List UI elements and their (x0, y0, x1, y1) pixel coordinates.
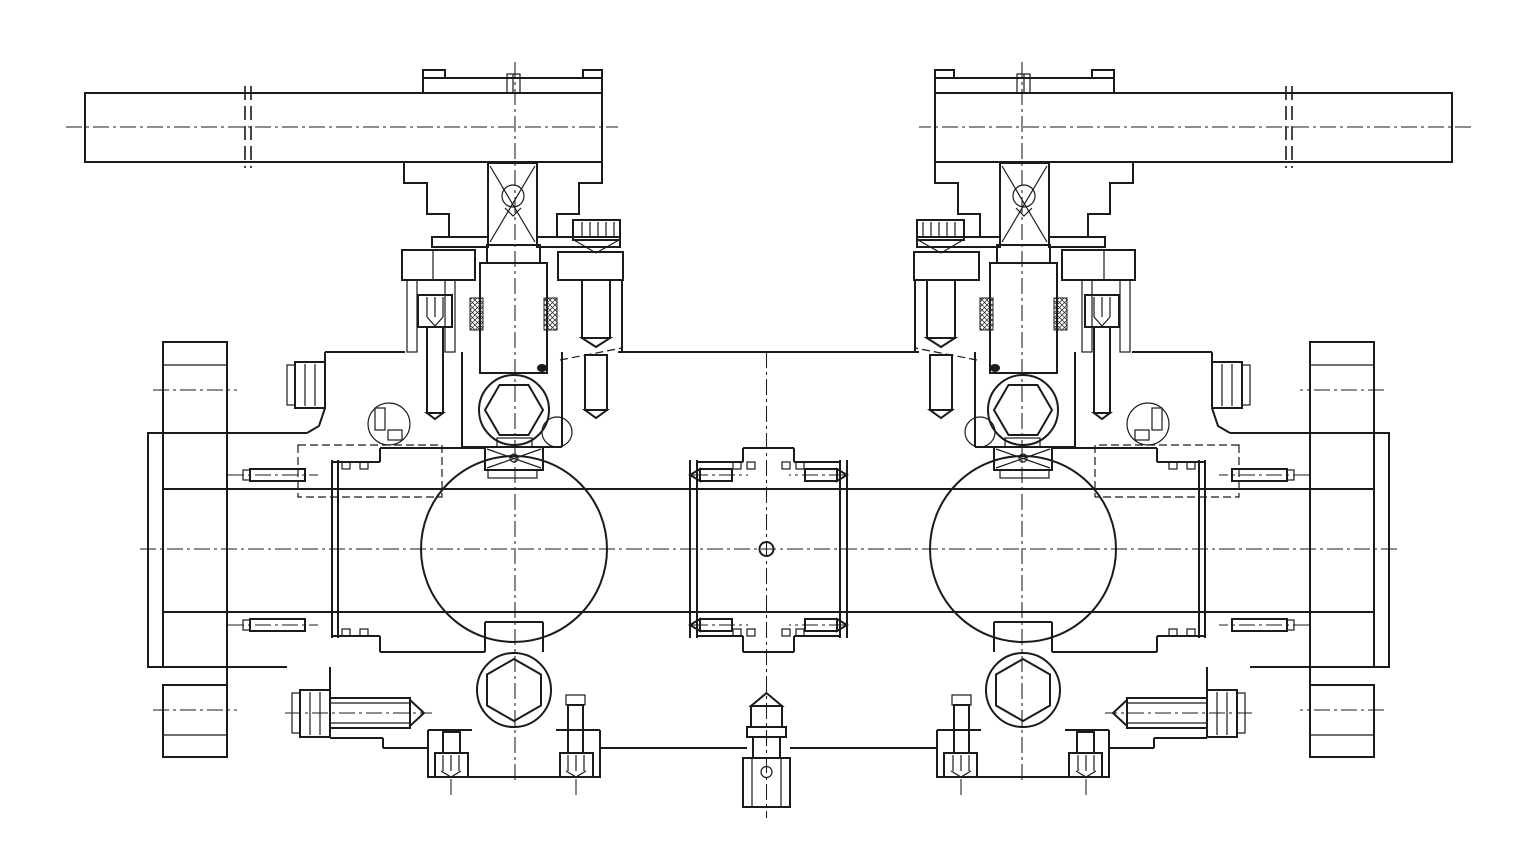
ball (420, 374, 608, 728)
handle-lever (66, 69, 618, 168)
left-valve-assembly (66, 62, 769, 795)
drain-bracket (427, 694, 601, 795)
seat-rings (228, 447, 769, 653)
center-bleed-group (742, 352, 791, 818)
bleed-valve (742, 352, 791, 818)
stem-bonnet (401, 162, 624, 421)
bottom-drain-stud (285, 689, 432, 738)
